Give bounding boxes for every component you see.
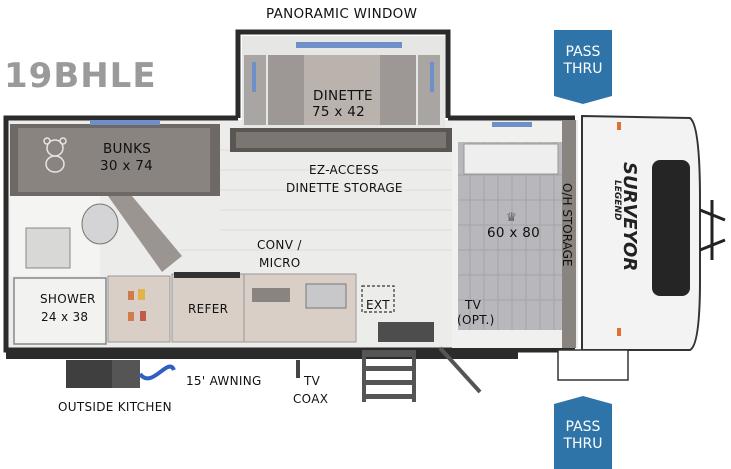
crown-icon: ♕ <box>506 210 517 224</box>
awning-label: 15' AWNING <box>186 374 262 388</box>
model-name: 19BHLE <box>4 56 157 96</box>
refer-label: REFER <box>188 302 229 316</box>
dinette-cushion-left <box>268 55 304 125</box>
pass-thru-top-line2: THRU <box>563 61 603 77</box>
conv-label: CONV / <box>257 238 302 252</box>
ez-access-label: EZ-ACCESS <box>309 163 379 177</box>
bed-pillows <box>463 143 559 175</box>
dinette-seat-right <box>418 55 440 125</box>
dinette-label: DINETTE <box>313 88 373 104</box>
bath-linen <box>107 275 171 343</box>
bunks-mattress <box>18 128 210 192</box>
micro-label: MICRO <box>259 256 301 270</box>
bath-toilet <box>81 203 119 245</box>
tv-opt-label: (OPT.) <box>457 313 495 327</box>
bath-sink <box>25 227 71 269</box>
dinette-size: 75 x 42 <box>312 104 366 120</box>
bunks-window <box>90 120 160 125</box>
pass-thru-bottom-line1: PASS <box>565 419 601 435</box>
brand-logo: SURVEYOR <box>619 162 640 272</box>
wardrobe <box>562 120 576 348</box>
oh-storage-label: O/H STORAGE <box>560 183 574 267</box>
tv-label: TV <box>465 298 482 312</box>
bunks-size: 30 x 74 <box>100 158 154 174</box>
pass-thru-badge-bottom: PASS THRU <box>554 419 612 453</box>
microwave <box>252 288 290 302</box>
outside-kitchen-label: OUTSIDE KITCHEN <box>58 400 172 414</box>
propane-hose <box>138 364 176 381</box>
tongue-jack <box>557 349 629 381</box>
dinette-storage-label: DINETTE STORAGE <box>286 181 403 195</box>
kitchen-sink <box>305 283 347 309</box>
bed-size: 60 x 80 <box>487 225 541 241</box>
bath-angled-wall <box>108 196 182 272</box>
outside-kitchen-box <box>112 360 140 388</box>
marker-lights <box>617 122 621 336</box>
bath-shelf-items <box>128 289 146 321</box>
pass-thru-top-line1: PASS <box>565 44 601 60</box>
frame-rail <box>6 350 518 359</box>
entry-door <box>378 322 434 342</box>
hitch-assembly <box>699 200 726 260</box>
dinette-storage-top <box>236 132 446 148</box>
tv-coax-port <box>296 360 300 378</box>
pass-thru-badge-top-shape <box>554 30 612 104</box>
ext-label: EXT <box>366 298 390 312</box>
ext-box <box>361 285 395 313</box>
stove-top <box>174 272 240 278</box>
door-swing <box>438 346 482 394</box>
dinette-cushion-right <box>380 55 416 125</box>
bedroom-window <box>492 122 532 127</box>
bunks-label: BUNKS <box>103 141 152 157</box>
teddy-bear-icon <box>43 137 67 173</box>
pass-thru-bottom-line2: THRU <box>563 436 603 452</box>
dinette-window-right <box>430 62 434 92</box>
shower-stall <box>13 277 107 345</box>
pass-thru-badge-top: PASS THRU <box>554 44 612 78</box>
shower-size: 24 x 38 <box>41 310 89 324</box>
brand-logo-sub: LEGEND <box>612 180 622 221</box>
front-window <box>652 160 690 296</box>
shower-label: SHOWER <box>40 292 96 306</box>
panoramic-window-label: PANORAMIC WINDOW <box>266 6 418 22</box>
panoramic-window-glass <box>296 42 402 48</box>
pass-thru-badge-bottom-shape <box>554 396 612 469</box>
tv-coax-label-2: COAX <box>293 392 329 406</box>
entry-steps <box>362 350 416 402</box>
tv-coax-label-1: TV <box>304 374 321 388</box>
outside-kitchen-unit <box>66 360 112 388</box>
dinette-window-left <box>252 62 256 92</box>
